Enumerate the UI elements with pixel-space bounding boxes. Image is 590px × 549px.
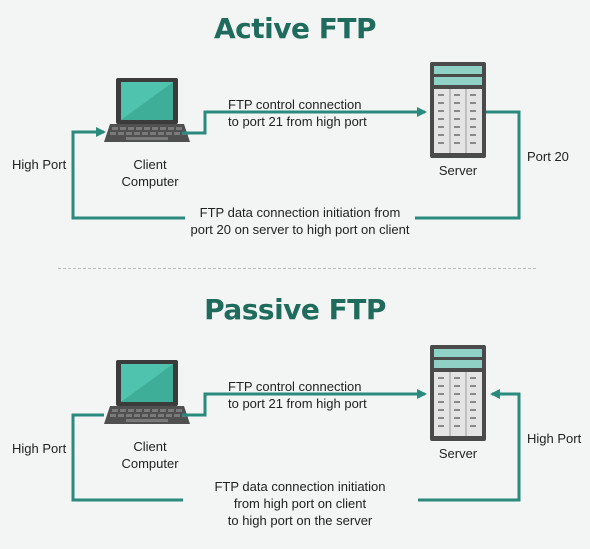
passive-server-label: Server bbox=[438, 446, 478, 461]
server-icon bbox=[429, 344, 487, 442]
passive-data-arrow-right bbox=[418, 389, 521, 502]
server-icon bbox=[429, 61, 487, 159]
active-server-port-label: Port 20 bbox=[527, 149, 569, 164]
active-ftp-title: Active FTP bbox=[214, 12, 377, 45]
section-divider bbox=[58, 268, 536, 269]
laptop-icon bbox=[104, 360, 190, 424]
active-client-label: Client Computer bbox=[121, 157, 179, 189]
passive-data-line-left bbox=[71, 413, 183, 502]
active-data-line-right bbox=[415, 110, 521, 220]
passive-client-port-label: High Port bbox=[12, 441, 67, 456]
laptop-icon bbox=[104, 78, 190, 142]
active-client-port-label: High Port bbox=[12, 157, 67, 172]
active-server-label: Server bbox=[438, 163, 478, 178]
passive-client-label: Client Computer bbox=[121, 439, 179, 471]
passive-server-port-label: High Port bbox=[527, 431, 582, 446]
passive-control-arrow bbox=[182, 389, 427, 417]
active-data-label: FTP data connection initiation from port… bbox=[190, 205, 410, 237]
active-control-arrow bbox=[182, 107, 427, 135]
active-data-arrow-left bbox=[71, 127, 185, 220]
passive-data-label: FTP data connection initiation from high… bbox=[214, 479, 386, 528]
active-control-label: FTP control connection to port 21 from h… bbox=[228, 97, 367, 129]
passive-ftp-title: Passive FTP bbox=[204, 293, 386, 326]
passive-control-label: FTP control connection to port 21 from h… bbox=[228, 379, 367, 411]
